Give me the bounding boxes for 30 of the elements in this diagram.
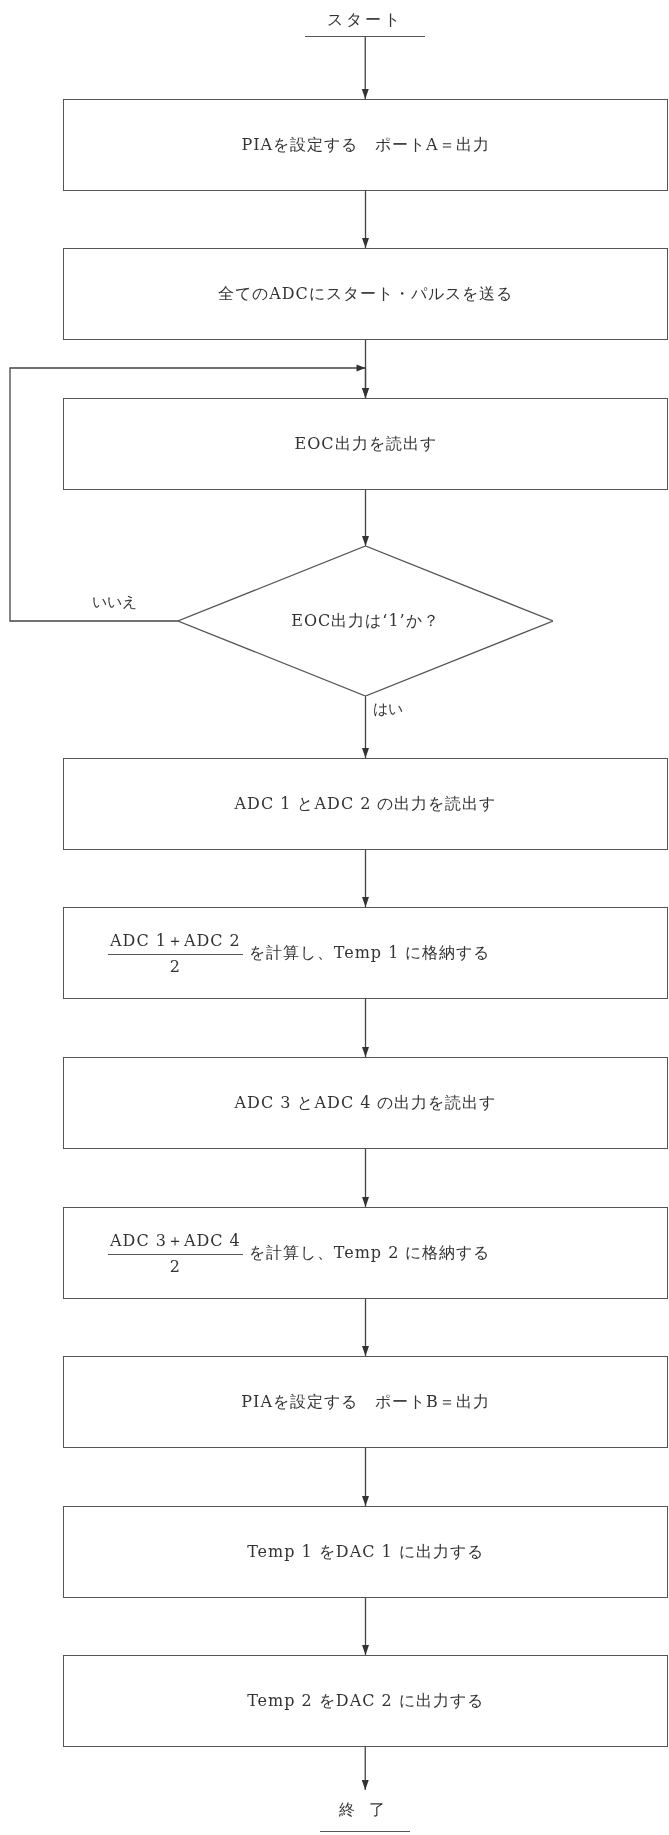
numerator-text: ADC 3＋ADC 4 xyxy=(108,1230,243,1255)
process-box xyxy=(63,398,668,490)
process-box xyxy=(63,907,668,999)
step-text: を計算し、Temp 1 に格納する xyxy=(248,942,491,964)
denominator-text: 2 xyxy=(169,1255,181,1276)
terminal-label: スタート xyxy=(305,4,425,37)
numerator-text: ADC 1＋ADC 2 xyxy=(108,930,243,955)
step-text: ADC 3 とADC 4 の出力を読出す xyxy=(234,1092,497,1114)
step-text: PIAを設定する ポートA＝出力 xyxy=(241,134,490,156)
step-text: 全てのADCにスタート・パルスを送る xyxy=(218,283,513,305)
step-text: Temp 2 をDAC 2 に出力する xyxy=(247,1690,484,1712)
decision-diamond xyxy=(178,546,553,696)
condition-text: EOC出力は‘1’か？ xyxy=(291,610,440,632)
terminal-label: 終了 xyxy=(320,1790,410,1832)
process-box xyxy=(63,1506,668,1598)
process-box xyxy=(63,1356,668,1448)
process-box xyxy=(63,1057,668,1149)
process-box xyxy=(63,248,668,340)
step-text: EOC出力を読出す xyxy=(294,433,437,455)
step-text: を計算し、Temp 2 に格納する xyxy=(248,1242,491,1264)
step-text: Temp 1 をDAC 1 に出力する xyxy=(247,1541,484,1563)
process-box xyxy=(63,758,668,850)
denominator-text: 2 xyxy=(169,955,181,976)
process-box xyxy=(63,1207,668,1299)
edge-label: はい xyxy=(371,700,405,719)
step-text: PIAを設定する ポートB＝出力 xyxy=(241,1391,490,1413)
process-box xyxy=(63,99,668,191)
process-box xyxy=(63,1655,668,1747)
step-text: ADC 1 とADC 2 の出力を読出す xyxy=(234,793,497,815)
edge-label: いいえ xyxy=(90,593,139,612)
